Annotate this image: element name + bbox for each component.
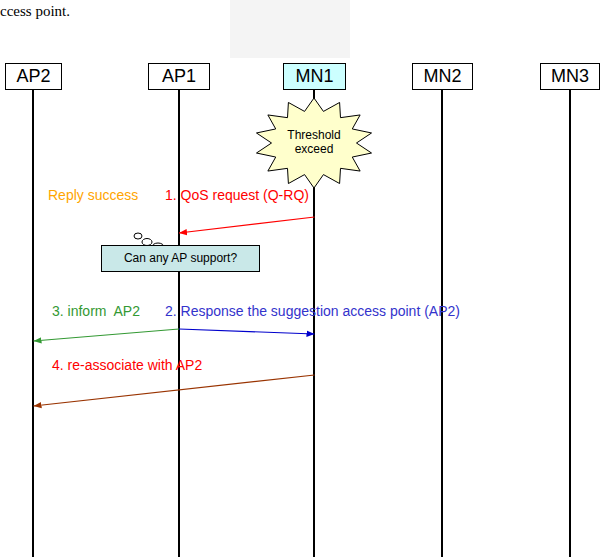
lifeline-box: MN3 [540, 63, 600, 90]
watermark-logo [230, 0, 350, 58]
lifeline-box: MN2 [412, 63, 473, 90]
node-label: Can any AP support? [124, 252, 237, 266]
lifeline [569, 90, 571, 557]
thought-bubble [134, 233, 142, 239]
message-label: 2. Response the suggestion access point … [165, 304, 460, 318]
lifeline [441, 90, 443, 557]
lifeline-box: AP2 [5, 63, 62, 90]
message-arrow [179, 217, 315, 233]
node-label: MN2 [423, 66, 461, 87]
lifeline-box: MN1 [283, 63, 346, 90]
node-label: Threshold exceed [282, 129, 346, 157]
node-label: MN1 [295, 66, 333, 87]
lifeline [32, 90, 34, 557]
event-starburst: Threshold exceed [255, 98, 373, 188]
cut-off-text: ccess point. [0, 4, 70, 19]
node-label: AP2 [16, 66, 50, 87]
message-arrow [34, 329, 180, 341]
lifeline [178, 90, 180, 557]
message-arrow [34, 375, 315, 406]
message-label: 4. re-associate with AP2 [52, 358, 202, 372]
message-label: 3. inform AP2 [52, 304, 140, 318]
node-label: AP1 [162, 66, 196, 87]
note-text: Reply success [48, 188, 138, 202]
message-label: 1. QoS request (Q-RQ) [165, 188, 309, 202]
lifeline-box: Can any AP support? [101, 245, 260, 272]
message-arrow [179, 329, 315, 334]
node-label: MN3 [551, 66, 589, 87]
lifeline-box: AP1 [148, 63, 210, 90]
